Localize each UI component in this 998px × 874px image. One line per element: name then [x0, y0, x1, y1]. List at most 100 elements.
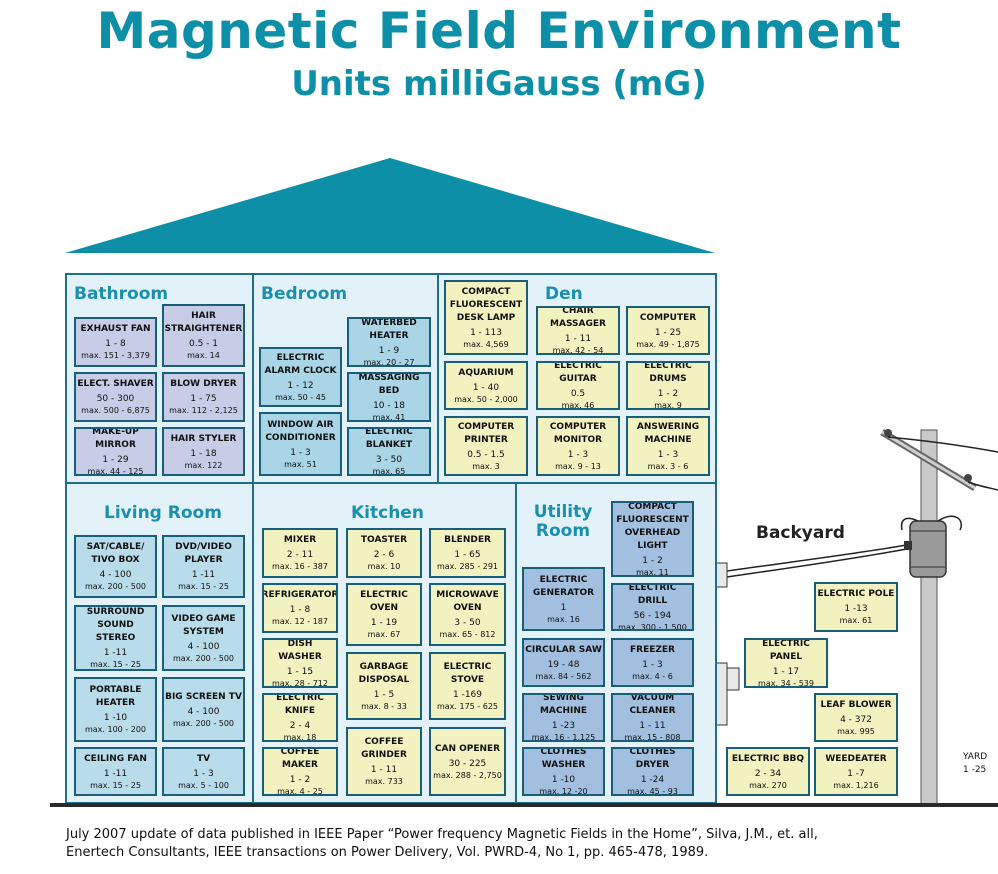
appliance-range: 1 - 11 [564, 334, 592, 344]
appliance-name: ELECTRIC GUITAR [554, 361, 602, 384]
appliance-name: ELECTRIC DRILL [628, 583, 677, 606]
appliance-name: MAKE-UP MIRROR [92, 427, 139, 450]
appliance-max: max. 200 - 500 [172, 718, 235, 728]
appliance-range: 1 - 17 [772, 666, 800, 677]
appliance-max: max. 4 - 6 [632, 671, 673, 681]
appliance-max: max. 20 - 27 [363, 357, 415, 367]
appliance-name: ELECTRIC BBQ [731, 753, 805, 764]
appliance-range: 1 - 3 [193, 768, 214, 779]
appliance-name: CEILING FAN [84, 753, 147, 764]
appliance-range: 1 - 65 [454, 550, 481, 560]
appliance-range: 1 - 3 [642, 659, 663, 670]
appliance-range: 1 - 3 [290, 447, 311, 458]
appliance-range: 2 - 34 [754, 768, 782, 779]
appliance-range: 1 - 11 [639, 721, 666, 731]
appliance-max: max. 151 - 3,379 [81, 351, 150, 360]
appliance-range: 1 - 9 [378, 345, 400, 356]
appliance-range: 1 -7 [847, 768, 865, 779]
appliance-name: COMPACT FLUORESCENT DESK LAMP [449, 286, 523, 323]
appliance-max: max. 9 [654, 401, 682, 410]
appliance-range: 1 - 3 [657, 449, 679, 460]
appliance-max: max. 175 - 625 [436, 701, 499, 711]
appliance-range: 56 - 194 [633, 610, 672, 621]
appliance-card-electric-guitar: ELECTRIC GUITAR 0.5 max. 46 [536, 361, 620, 410]
appliance-name: COMPUTER MONITOR [549, 421, 607, 445]
appliance-max: max. 46 [561, 401, 595, 410]
appliance-name: ELECTRIC PANEL [762, 638, 810, 662]
appliance-range: 1 - 15 [286, 666, 314, 677]
appliance-max: max. 3 [472, 461, 500, 471]
room-title-kitchen: Kitchen [351, 503, 424, 523]
appliance-range: 1 - 12 [287, 380, 314, 391]
appliance-max: max. 65 [372, 467, 406, 476]
appliance-range: 1 - 40 [472, 382, 500, 393]
citation-line-1: July 2007 update of data published in IE… [66, 827, 818, 842]
appliance-name: COMPACT FLUORESCENT OVERHEAD LIGHT [616, 501, 689, 551]
appliance-name: LEAF BLOWER [820, 699, 892, 710]
appliance-max: max. 5 - 100 [178, 780, 229, 790]
appliance-range: 1 -23 [551, 721, 576, 731]
appliance-range: 1 -10 [551, 775, 576, 785]
room-title-den: Den [545, 284, 583, 304]
appliance-range: 1 - 29 [102, 455, 129, 465]
appliance-name: ELECTRIC ALARM CLOCK [264, 352, 337, 376]
appliance-max: max. 9 - 13 [555, 461, 601, 471]
appliance-max: max. 3 - 6 [647, 461, 689, 471]
appliance-range: 1 - 8 [105, 339, 126, 349]
appliance-range: 50 - 300 [96, 394, 135, 404]
room-title-living-room: Living Room [104, 503, 222, 523]
appliance-name: WINDOW AIR CONDITIONER [265, 419, 336, 443]
appliance-name: CLOTHES DRYER [629, 747, 676, 770]
appliance-range: 1 - 113 [470, 327, 502, 338]
appliance-name: ELECTRIC POLE [817, 589, 895, 599]
appliance-name: REFRIGERATOR [262, 590, 338, 600]
appliance-max: max. 15 - 808 [624, 733, 681, 742]
appliance-max: max. 50 - 45 [275, 392, 326, 402]
appliance-range: 3 - 50 [454, 618, 481, 628]
appliance-range: 1 - 75 [190, 394, 217, 404]
appliance-max: max. 300 - 1,500 [618, 622, 687, 631]
appliance-name: ELECTRIC OVEN [360, 590, 408, 613]
appliance-range: 2 - 11 [286, 550, 314, 560]
pole-transformer [909, 520, 947, 578]
appliance-max: max. 28 - 712 [272, 678, 328, 688]
appliance-max: max. 15 - 25 [90, 660, 141, 669]
appliance-max: max. 4,569 [463, 339, 509, 349]
room-title-bathroom: Bathroom [74, 284, 169, 304]
appliance-max: max. 61 [839, 616, 873, 625]
appliance-max: max. 285 - 291 [436, 562, 499, 571]
roof [65, 158, 715, 253]
appliance-name: COMPUTER PRINTER [457, 421, 515, 445]
appliance-max: max. 67 [367, 630, 401, 639]
appliance-max: max. 16 - 1,125 [531, 733, 596, 742]
service-drop-wire [719, 547, 913, 579]
appliance-max: max. 84 - 562 [535, 671, 592, 681]
appliance-name: VIDEO GAME SYSTEM [171, 613, 236, 637]
appliance-range: 4 - 100 [99, 570, 132, 580]
appliance-range: 1 - 25 [654, 327, 682, 338]
appliance-range: 0.5 [570, 389, 586, 399]
